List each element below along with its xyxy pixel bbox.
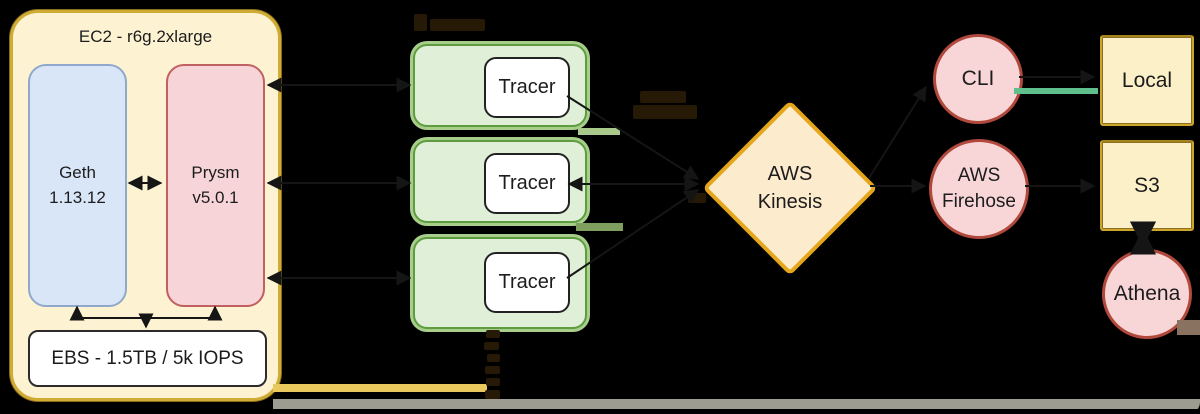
illegible-edge-label-scribble: [688, 193, 706, 203]
illegible-edge-label-scribble: [633, 105, 697, 119]
local-node: Local: [1100, 35, 1194, 126]
vertical-edge-scribble: [486, 330, 500, 338]
teal-edge-fragment: [1014, 88, 1098, 94]
tracer-node-2: Tracer: [484, 153, 570, 214]
geth-node: Geth 1.13.12: [28, 64, 127, 307]
light-green-edge-fragment: [578, 128, 620, 135]
tracer-node-3: Tracer: [484, 252, 570, 313]
prysm-name: Prysm: [191, 162, 240, 182]
s3-node: S3: [1100, 140, 1194, 231]
edge-kinesis-cli: [868, 85, 927, 179]
geth-label: Geth 1.13.12: [49, 161, 106, 210]
vertical-edge-scribble: [486, 378, 500, 386]
tracer-node-1: Tracer: [484, 57, 570, 118]
ec2-title: EC2 - r6g.2xlarge: [78, 27, 213, 46]
firehose-line1: AWS: [957, 165, 1001, 187]
ebs-node: EBS - 1.5TB / 5k IOPS: [28, 330, 267, 387]
yellow-edge-fragment: [273, 384, 487, 392]
aws-firehose-label: AWS Firehose: [942, 163, 1016, 214]
aws-firehose-node: AWS Firehose: [929, 139, 1029, 239]
geth-name: Geth: [59, 162, 96, 182]
geth-version: 1.13.12: [49, 187, 106, 207]
vertical-edge-scribble: [485, 390, 500, 399]
kinesis-line1: AWS: [767, 163, 813, 185]
clipped-group-label-scribble: [430, 19, 485, 31]
vertical-edge-scribble: [484, 342, 499, 350]
gray-bottom-bar: [273, 399, 1200, 409]
aws-kinesis-node: AWS Kinesis: [702, 100, 878, 276]
vertical-edge-scribble: [485, 366, 500, 374]
illegible-edge-label-scribble: [640, 91, 686, 103]
vertical-edge-scribble: [487, 354, 500, 362]
firehose-line2: Firehose: [942, 191, 1016, 212]
clipped-group-label-scribble: [414, 14, 427, 31]
cropped-element-fragment: [1177, 320, 1200, 335]
kinesis-line2: Kinesis: [757, 191, 823, 213]
prysm-version: v5.0.1: [192, 187, 239, 207]
prysm-node: Prysm v5.0.1: [166, 64, 265, 307]
aws-kinesis-label: AWS Kinesis: [732, 130, 848, 246]
dark-green-edge-fragment: [576, 223, 623, 231]
cli-node: CLI: [933, 34, 1023, 124]
prysm-label: Prysm v5.0.1: [191, 161, 239, 210]
aws-kinesis-text: AWS Kinesis: [758, 160, 822, 216]
